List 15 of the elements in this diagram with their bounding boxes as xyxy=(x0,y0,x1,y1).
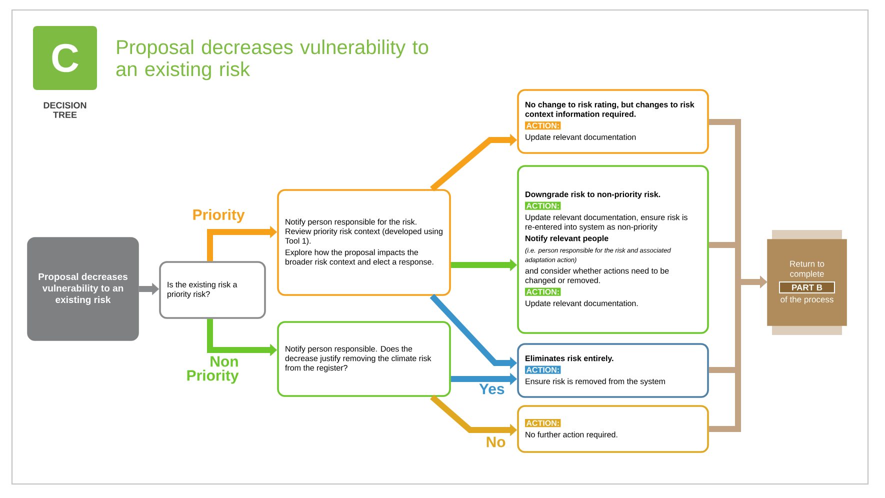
decision-box: Is the existing risk a priority risk? xyxy=(159,261,266,319)
edge-label: Priority xyxy=(193,209,245,223)
outcome-box: ACTION: No further action required. xyxy=(517,405,709,453)
process-box: Notify person responsible for the risk. Review priority risk context (developed using Tool 1). Explore how the proposal impacts the broader risk context and elect a response. xyxy=(277,189,451,296)
outcome-box: No change to risk rating, but changes to risk context information required. ACTION: Update relevant documentation xyxy=(517,89,709,154)
edge-label: Yes xyxy=(479,384,504,394)
outcome-box: Eliminates risk entirely. ACTION: Ensure risk is removed from the system xyxy=(517,343,709,398)
edge-label: Non Priority xyxy=(187,356,239,384)
badge-caption: DECISION TREE xyxy=(44,102,86,118)
title: Proposal decreases vulnerability to an existing risk xyxy=(116,40,428,80)
decision-box: Notify person responsible. Does the decrease justify removing the climate risk from the register? xyxy=(277,321,451,397)
return-box: Return to complete PART B of the process xyxy=(767,239,847,326)
edge-label: No xyxy=(486,436,506,448)
badge: C xyxy=(33,26,97,90)
start-box: Proposal decreases vulnerability to an existing risk xyxy=(27,237,139,341)
